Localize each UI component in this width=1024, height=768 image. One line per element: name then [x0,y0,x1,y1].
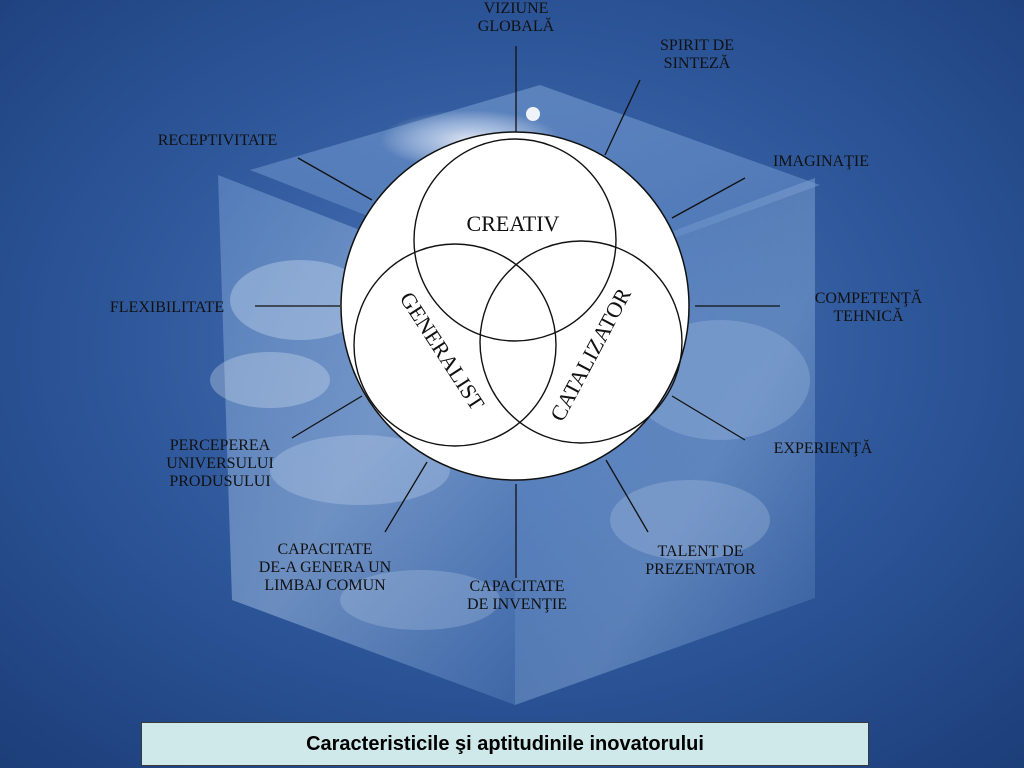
catalizator-circle [479,240,683,444]
label-capacitate-limbaj-comun: CAPACITATE DE-A GENERA UN LIMBAJ COMUN [222,541,428,595]
label-line: IMAGINAŢIE [773,153,869,170]
connector-line-limbaj [384,461,428,533]
label-line: CAPACITATE [469,578,565,595]
label-line: SINTEZĂ [663,55,731,72]
label-imaginatie: IMAGINAŢIE [746,153,896,171]
label-flexibilitate: FLEXIBILITATE [82,299,252,317]
label-line: DE-A GENERA UN [258,559,392,576]
label-line: COMPETENŢĂ [814,290,923,307]
label-viziune-globala: VIZIUNE GLOBALĂ [456,0,576,36]
connector-line-spirit [604,79,641,156]
label-experienta: EXPERIENŢĂ [748,440,898,458]
label-line: PREZENTATOR [645,561,756,578]
generalist-circle [353,243,557,447]
label-perceperea-universului-produsului: PERCEPEREA UNIVERSULUI PRODUSULUI [140,437,300,491]
label-line: DE INVENŢIE [467,596,567,613]
label-capacitate-de-inventie: CAPACITATE DE INVENŢIE [442,578,592,614]
label-line: UNIVERSULUI [166,455,274,472]
label-receptivitate: RECEPTIVITATE [130,132,305,150]
label-line: FLEXIBILITATE [109,299,225,316]
label-line: EXPERIENŢĂ [773,440,873,457]
label-line: TEHNICĂ [833,308,904,325]
label-line: PRODUSULUI [169,473,271,490]
label-competenta-tehnica: COMPETENŢĂ TEHNICĂ [786,290,951,326]
caption-box: Caracteristicile şi aptitudinile inovato… [141,722,869,766]
outer-circle [340,131,690,481]
label-line: GLOBALĂ [477,18,555,35]
connector-line-perceperea [291,395,363,439]
label-line: CAPACITATE [277,541,373,558]
label-line: RECEPTIVITATE [157,132,278,149]
label-spirit-de-sinteza: SPIRIT DE SINTEZĂ [632,37,762,73]
connector-line-talent [605,459,649,533]
connector-line-imaginatie [671,177,746,219]
label-line: PERCEPEREA [169,437,271,454]
label-line: VIZIUNE [483,0,549,17]
label-line: SPIRIT DE [660,37,734,54]
connector-line-experienta [671,395,746,441]
creativ-circle [413,138,617,342]
caption-title: Caracteristicile şi aptitudinile inovato… [306,732,704,755]
label-line: LIMBAJ COMUN [264,577,386,594]
connector-line-receptivitate [297,157,373,201]
creativ-label: CREATIV [467,211,560,236]
label-talent-de-prezentator: TALENT DE PREZENTATOR [618,543,783,579]
label-line: TALENT DE [657,543,744,560]
